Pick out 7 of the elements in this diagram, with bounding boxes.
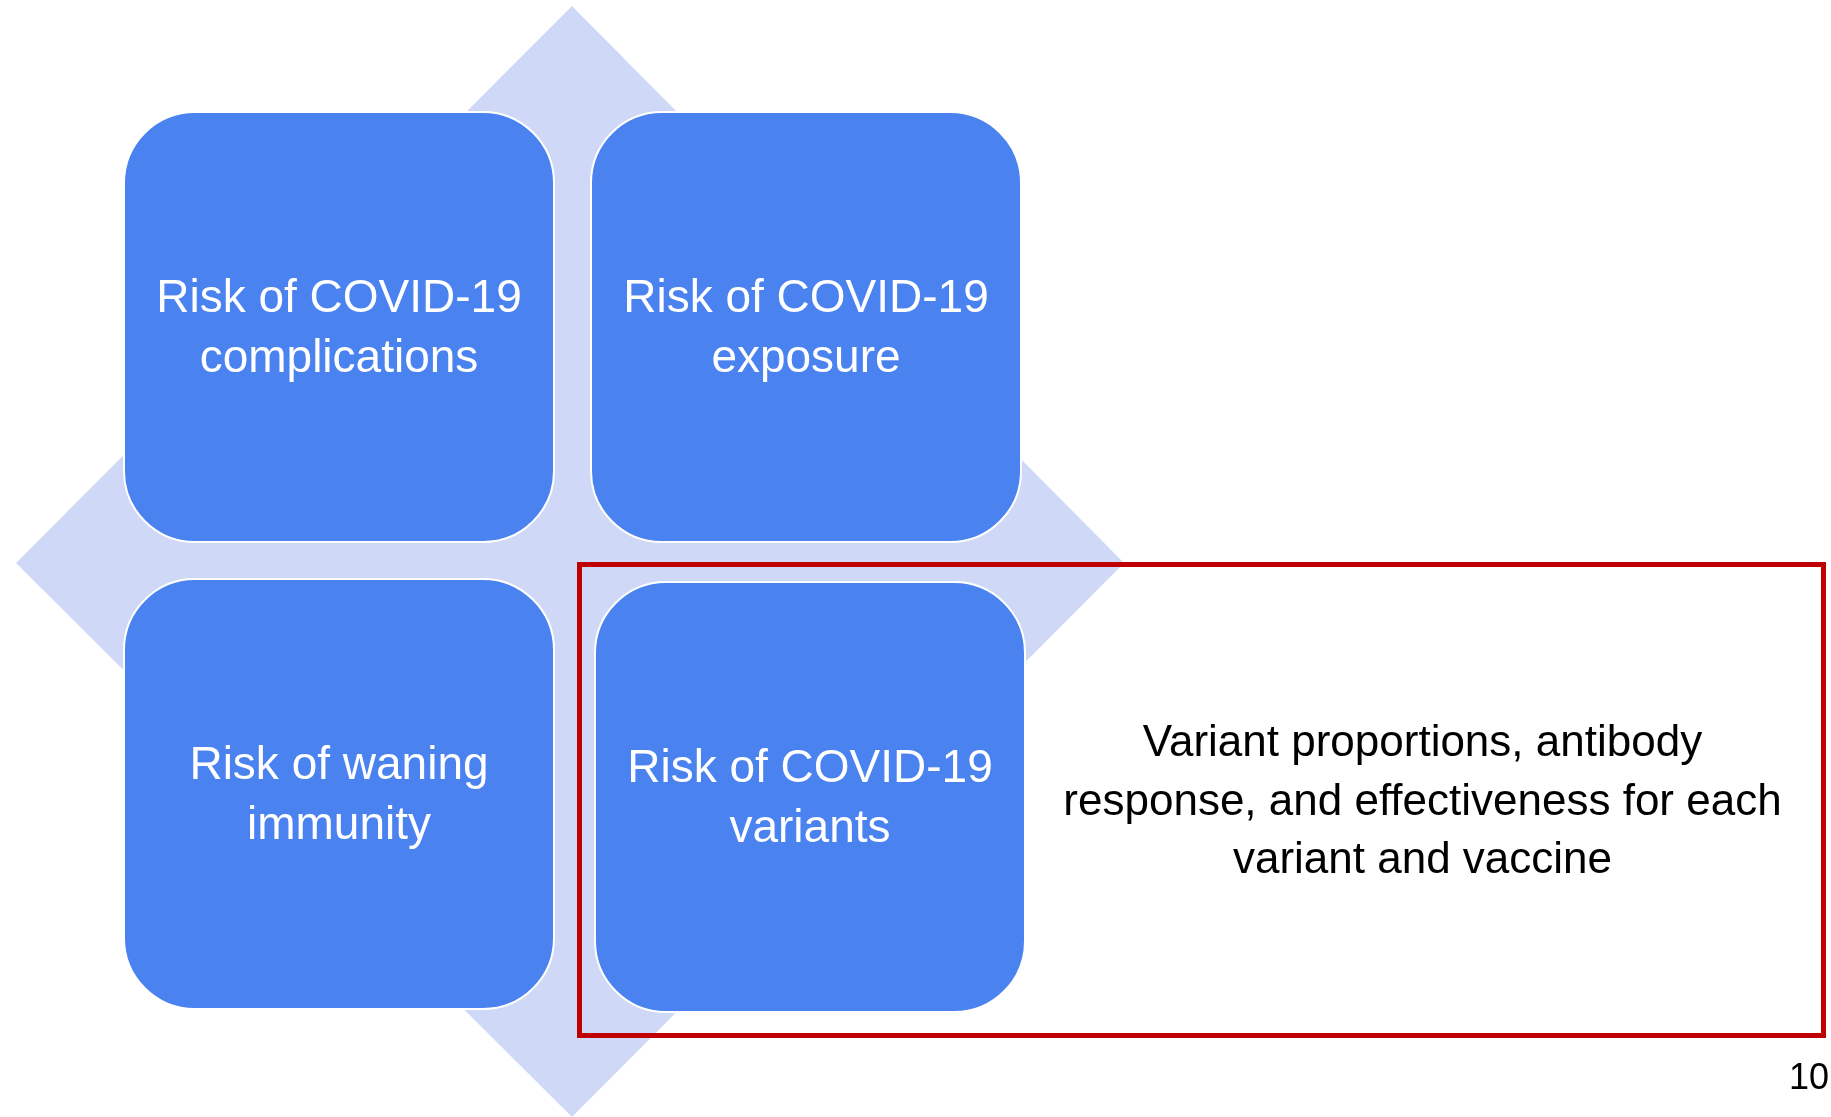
risk-tile: Risk of waning immunity [123,578,555,1010]
risk-tile: Risk of COVID-19 complications [123,111,555,543]
risk-tile: Risk of COVID-19 variants [594,581,1026,1013]
page-number: 10 [1788,1056,1829,1098]
frame-note: Variant proportions, antibody response, and effectiveness for each variant and vaccine [1062,715,1783,885]
risk-tile: Risk of COVID-19 exposure [590,111,1022,543]
highlight-frame [577,562,1826,1038]
